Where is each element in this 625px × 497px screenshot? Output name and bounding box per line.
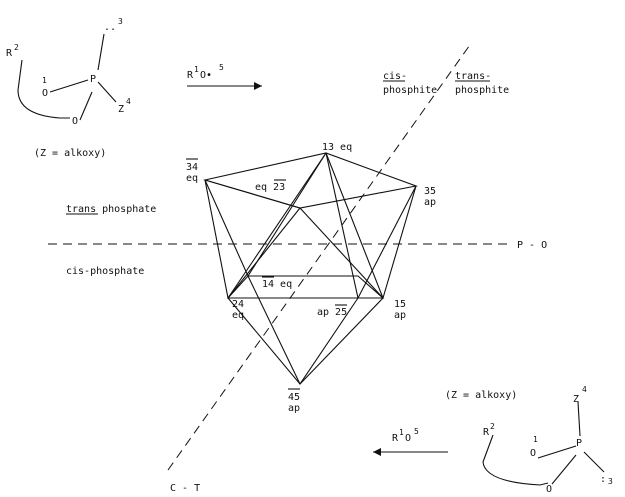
vertex-labels: 13 eq 34 eq eq 23 35 ap 14 eq 24 eq ap 2…: [186, 142, 436, 414]
trans-phosphite-line2: phosphite: [455, 85, 509, 96]
top-arrow-r-superscript: 1: [194, 65, 199, 74]
vertex-14-label: 14 eq: [262, 279, 292, 290]
edge-13-15: [325, 152, 384, 299]
p-z-bond: [97, 81, 117, 103]
z4-label: Z: [118, 104, 124, 115]
vertex-35-number: 35: [424, 186, 436, 197]
cis-phosphate-label: cis-phosphate: [66, 266, 144, 277]
bottom-arrow-r-label: R: [392, 433, 399, 444]
vertex-34-position: eq: [186, 173, 198, 184]
trans-phosphite-line1: trans-: [455, 71, 491, 82]
o1-label: O: [42, 88, 48, 99]
cis-phosphite-line2: phosphite: [383, 85, 437, 96]
vertex-45-position: ap: [288, 403, 300, 414]
o1-superscript: 1: [42, 76, 47, 85]
r2-superscript: 2: [490, 422, 495, 431]
r2-superscript: 2: [14, 43, 19, 52]
edge-13-25: [325, 152, 359, 299]
p-o-axis-label: P - O: [517, 240, 547, 251]
p-z-bond: [577, 401, 581, 437]
bottom-arrow-o-superscript: 5: [414, 427, 419, 436]
carbonyl-o-label: O: [546, 484, 552, 495]
top-face: [202, 152, 419, 209]
p-lone-pair-bond: [583, 451, 605, 473]
c-t-axis-label: C - T: [170, 483, 200, 494]
top-left-molecule: R 2 1 O P .. 3 Z 4 O (Z = alkoxy): [6, 17, 131, 159]
bottom-right-molecule: (Z = alkoxy) Z 4 R 2 1 O P : 3 O: [445, 385, 613, 495]
r2-label: R: [483, 427, 490, 438]
top-molecule-caption: (Z = alkoxy): [34, 148, 106, 159]
top-arrow-o-superscript: 5: [219, 63, 224, 72]
o-p-bond: [49, 79, 89, 93]
edge-34-14: [204, 179, 249, 277]
vertex-25-label: ap 25: [317, 307, 347, 318]
vertex-15-number: 15: [394, 299, 406, 310]
vertex-24-position: eq: [232, 310, 244, 321]
top-arrow-o-label: O•: [200, 70, 212, 81]
region-labels: cis- phosphite trans- phosphite trans ph…: [66, 71, 509, 277]
polyhedron: [202, 152, 419, 385]
z4-label: Z: [573, 394, 579, 405]
vertex-23-label: eq 23: [255, 182, 285, 193]
top-reaction-arrow: R 1 O• 5: [187, 63, 262, 90]
bottom-arrow-o-label: O: [405, 433, 411, 444]
vertex-35-position: ap: [424, 197, 436, 208]
vertex-13-label: 13 eq: [322, 142, 352, 153]
ring-bond: [17, 59, 70, 119]
o1-superscript: 1: [533, 435, 538, 444]
lone-pair-dots: ..: [104, 22, 116, 33]
bottom-molecule-caption: (Z = alkoxy): [445, 390, 517, 401]
p-lone-pair-bond: [97, 33, 105, 71]
top-arrow-r-label: R: [187, 70, 194, 81]
vertex-45-number: 45: [288, 392, 300, 403]
edge-13-24: [227, 152, 327, 299]
edge-23-15: [299, 207, 384, 299]
bottom-reaction-arrow: R 1 O 5: [373, 427, 448, 456]
edge-34-23: [204, 179, 301, 209]
p-o-bond: [79, 91, 93, 121]
cis-phosphite-line1: cis-: [383, 71, 407, 82]
z4-superscript: 4: [126, 97, 131, 106]
o1-label: O: [530, 448, 536, 459]
lone-pair-superscript: 3: [608, 477, 613, 486]
phosphorus-label: P: [90, 74, 96, 85]
carbonyl-o-label: O: [72, 116, 78, 127]
z4-superscript: 4: [582, 385, 587, 394]
r2-label: R: [6, 48, 13, 59]
lower-outline: [204, 179, 417, 385]
lone-pair-dots: :: [600, 474, 606, 485]
trans-phosphate-label: trans phosphate: [66, 204, 156, 215]
edge-13-14: [247, 152, 327, 277]
vertex-15-position: ap: [394, 310, 406, 321]
bottom-arrow-r-superscript: 1: [399, 428, 404, 437]
edge-23-24: [227, 207, 301, 299]
c-t-axis-line: [167, 41, 473, 471]
vertex-24-number: 24: [232, 299, 244, 310]
o-p-bond: [537, 445, 577, 459]
p-o-bond: [551, 454, 577, 485]
edge-14-45: [247, 275, 301, 385]
edge-25-45: [299, 297, 359, 385]
lone-pair-superscript: 3: [118, 17, 123, 26]
vertex-34-number: 34: [186, 162, 198, 173]
ring-bond: [482, 434, 549, 486]
phosphorus-label: P: [576, 438, 582, 449]
edge-35-25: [357, 185, 417, 299]
